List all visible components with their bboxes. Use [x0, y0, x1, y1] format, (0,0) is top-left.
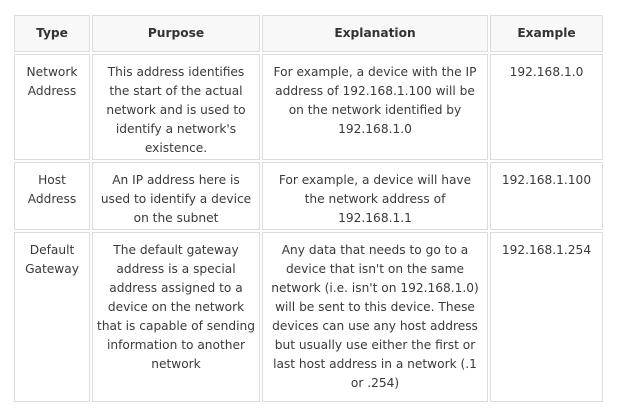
- cell-type: Default Gateway: [14, 232, 90, 402]
- table-row: Network Address This address identifies …: [14, 54, 603, 160]
- header-example: Example: [490, 15, 603, 52]
- header-purpose: Purpose: [92, 15, 260, 52]
- cell-explanation: For example, a device will have the netw…: [262, 162, 488, 230]
- cell-purpose: An IP address here is used to identify a…: [92, 162, 260, 230]
- cell-type: Host Address: [14, 162, 90, 230]
- table-row: Host Address An IP address here is used …: [14, 162, 603, 230]
- cell-example: 192.168.1.100: [490, 162, 603, 230]
- header-explanation: Explanation: [262, 15, 488, 52]
- header-type: Type: [14, 15, 90, 52]
- cell-example: 192.168.1.254: [490, 232, 603, 402]
- table-header-row: Type Purpose Explanation Example: [14, 15, 603, 52]
- cell-type: Network Address: [14, 54, 90, 160]
- table: Type Purpose Explanation Example Network…: [12, 13, 605, 404]
- table-row: Default Gateway The default gateway addr…: [14, 232, 603, 402]
- cell-purpose: This address identifies the start of the…: [92, 54, 260, 160]
- cell-explanation: For example, a device with the IP addres…: [262, 54, 488, 160]
- cell-example: 192.168.1.0: [490, 54, 603, 160]
- cell-explanation: Any data that needs to go to a device th…: [262, 232, 488, 402]
- cell-purpose: The default gateway address is a special…: [92, 232, 260, 402]
- ip-address-types-table: Type Purpose Explanation Example Network…: [12, 13, 603, 404]
